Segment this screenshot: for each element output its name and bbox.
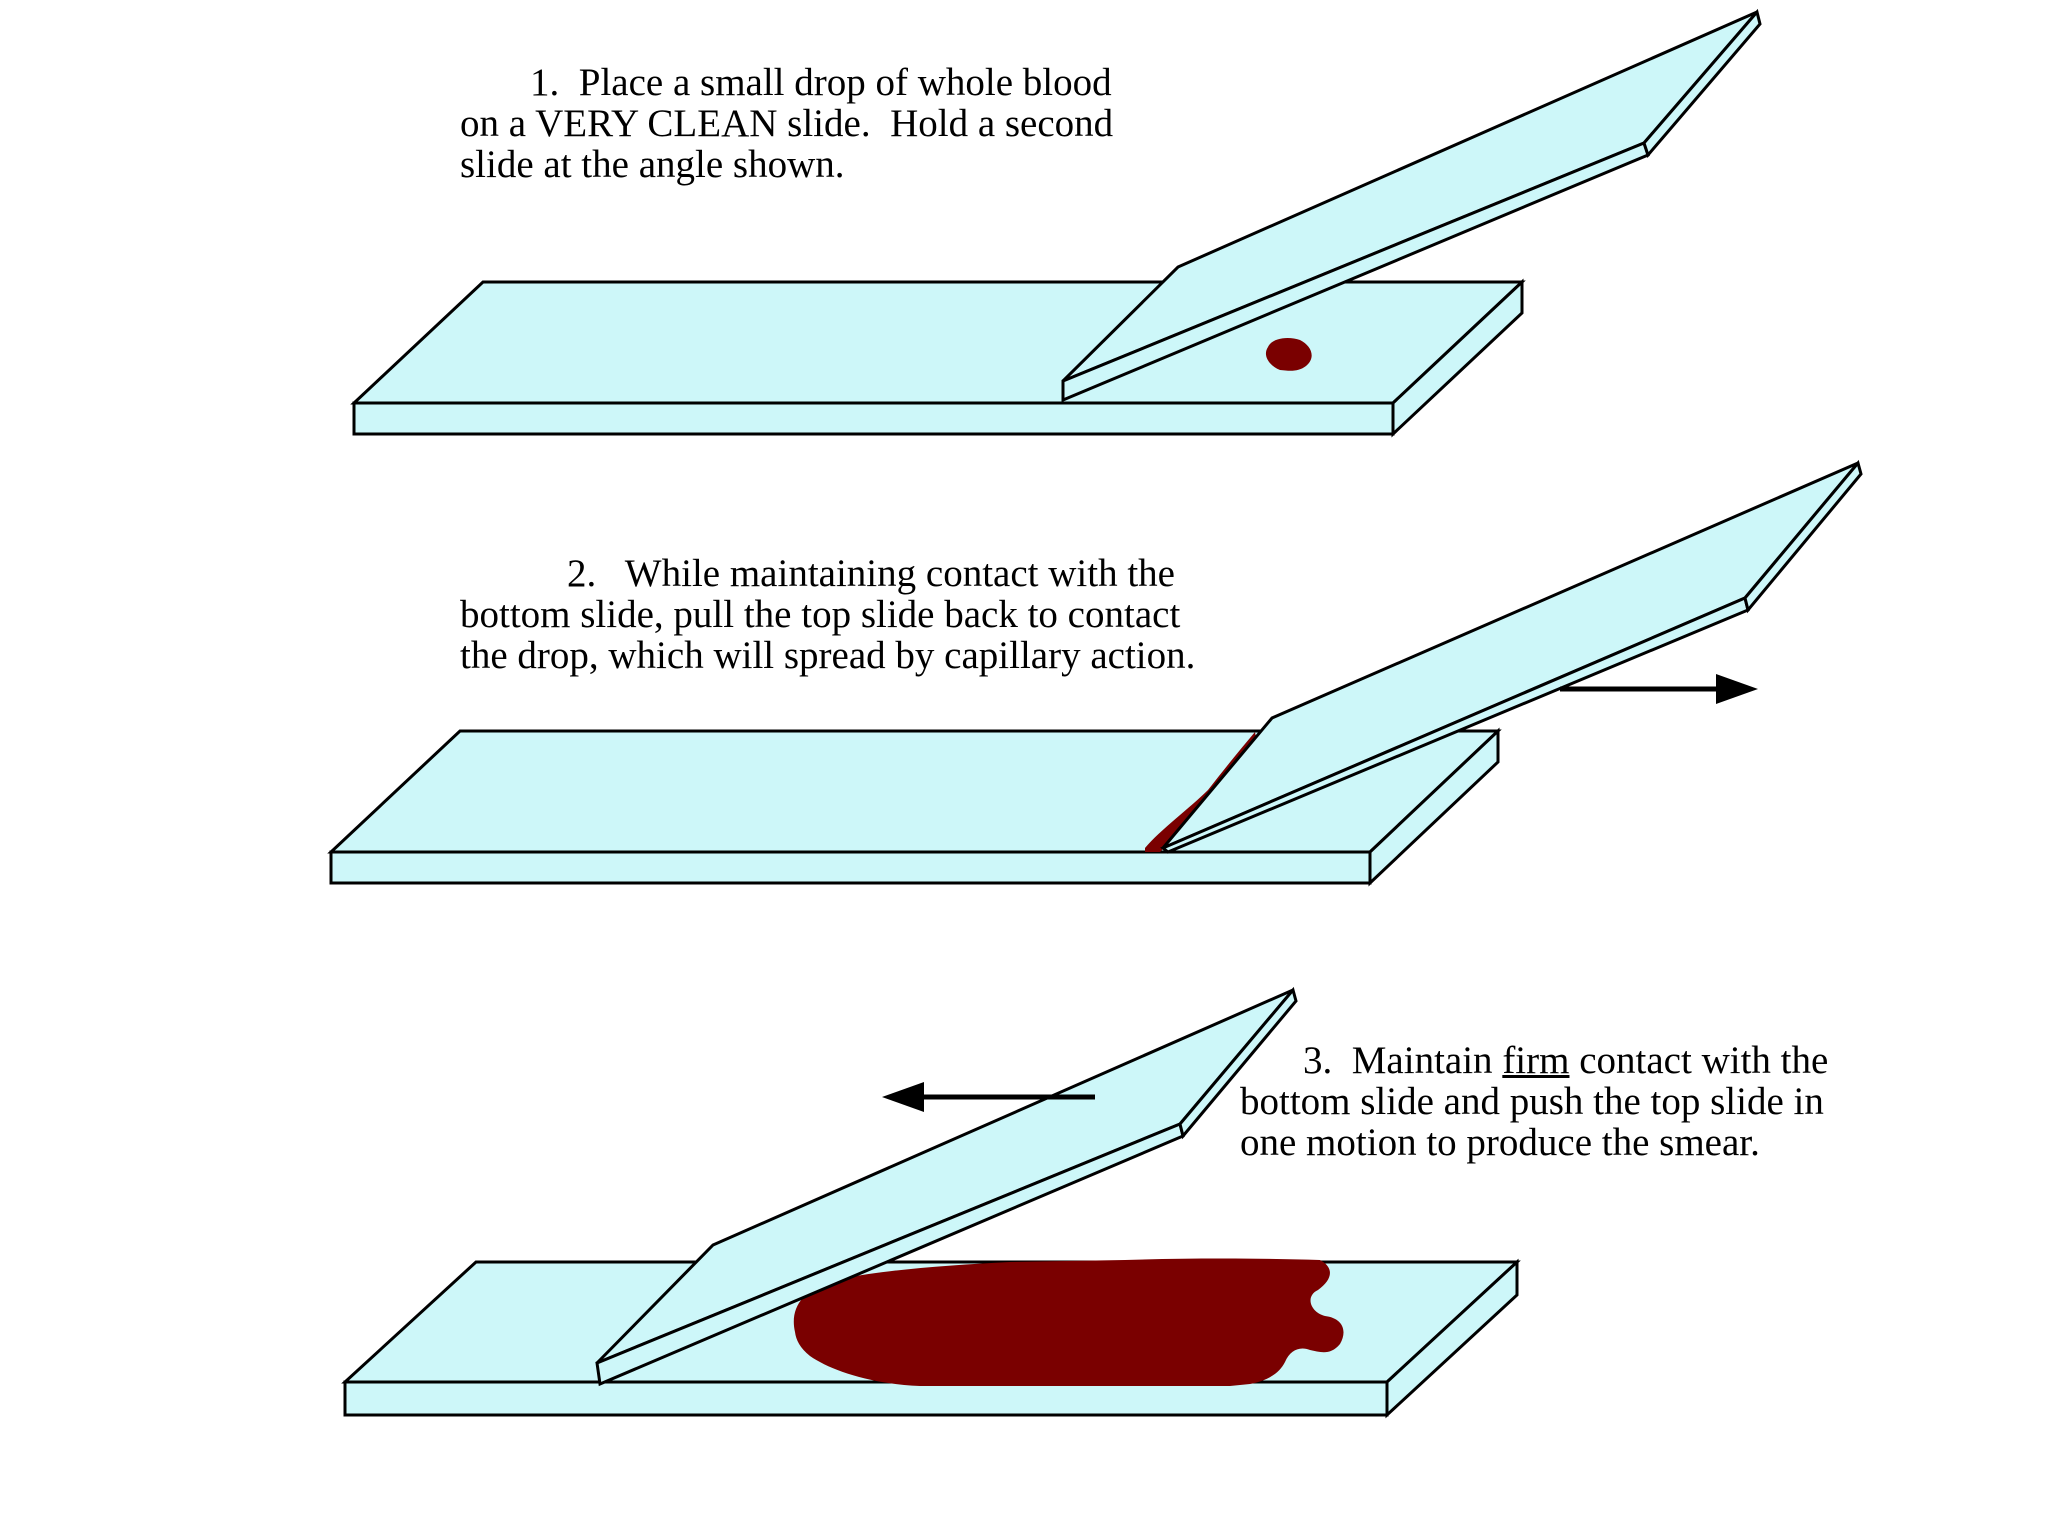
step2-line1: While maintaining contact with the	[624, 552, 1175, 595]
step1-line1: Place a small drop of whole blood	[578, 61, 1112, 104]
step3-top-slide	[595, 986, 1298, 1387]
step2-top-slide	[1160, 459, 1863, 854]
step1-top-slide	[1061, 8, 1762, 403]
step1-line2: on a VERY CLEAN slide. Hold a second	[460, 102, 1114, 145]
step3-number: 3.	[1303, 1039, 1333, 1082]
step2-illustration	[327, 459, 1863, 887]
step1-number: 1.	[530, 61, 560, 104]
step3-emphasis-firm: firm	[1502, 1039, 1570, 1082]
step1-bottom-slide	[350, 278, 1526, 438]
step3-arrow-left	[882, 1082, 1095, 1112]
step2-arrow-right	[1560, 674, 1758, 704]
step3-illustration	[341, 986, 1521, 1419]
step1-line3: slide at the angle shown.	[460, 143, 845, 186]
step3-line1-after: contact with the	[1569, 1039, 1829, 1082]
step3-line3: one motion to produce the smear.	[1240, 1121, 1760, 1164]
step3-instruction: 3. Maintain firm contact with the bottom…	[1240, 1040, 1900, 1163]
step1-blood-drop	[1265, 338, 1312, 371]
step2-line3: the drop, which will spread by capillary…	[460, 634, 1196, 677]
step3-line2: bottom slide and push the top slide in	[1240, 1080, 1824, 1123]
step1-instruction: 1. Place a small drop of whole blood on …	[460, 62, 1220, 185]
step2-instruction: 2. While maintaining contact with the bo…	[460, 553, 1280, 676]
step1-illustration	[350, 8, 1762, 438]
step3-blood-smear	[793, 1258, 1344, 1386]
step2-line2: bottom slide, pull the top slide back to…	[460, 593, 1181, 636]
step2-number: 2.	[567, 552, 597, 595]
step3-line1-before: Maintain	[1351, 1039, 1503, 1082]
